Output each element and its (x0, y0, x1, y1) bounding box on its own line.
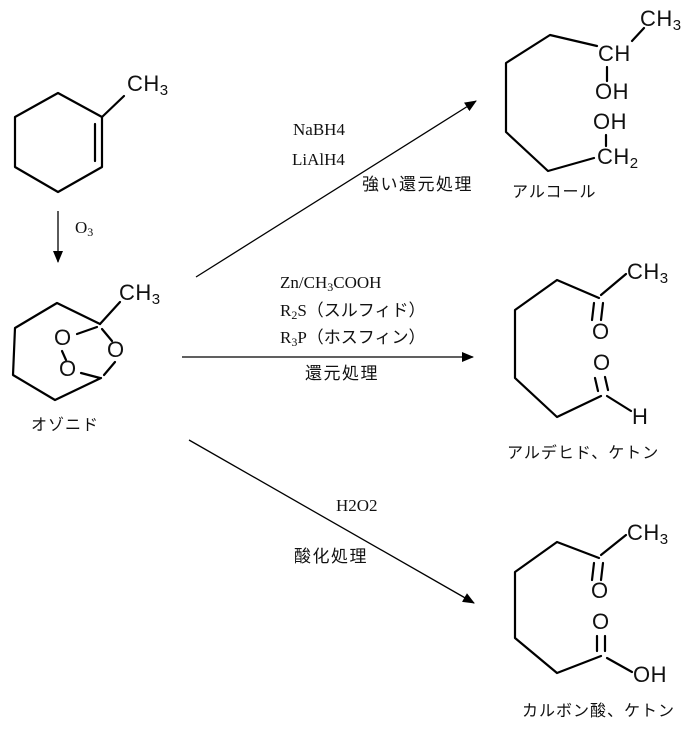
ozonide-oxygen-bottom-label: O (59, 356, 77, 381)
ozonide-oxygen-top-label: O (54, 325, 72, 350)
alcohol-caption: アルコール (512, 184, 597, 201)
oxidation-arrow (188, 439, 475, 604)
keto-aldehyde-ketone-o-label: O (592, 319, 610, 344)
oxidation-reagent-1: H2O2 (336, 496, 378, 515)
methylcyclohexene-structure (13, 91, 126, 194)
keto-acid-methyl-label: CH3 (627, 520, 669, 548)
alcohol-oh-lower-label: OH (593, 109, 627, 134)
alcohol-oh-upper-label: OH (595, 79, 629, 104)
strong-reduction-reagent-1: NaBH4 (293, 120, 345, 139)
methyl-bond (100, 94, 126, 119)
methyl-bond (599, 272, 628, 297)
alcohol-ch2-label: CH2 (597, 144, 639, 172)
strong-reduction-arrow (195, 100, 477, 278)
chain (513, 278, 603, 419)
keto-acid-structure (513, 533, 634, 675)
o-o-peroxide-bond (60, 349, 68, 362)
keto-acid-oh-label: OH (633, 662, 667, 687)
ketone-double-bond-2 (599, 561, 605, 582)
chain (513, 540, 603, 675)
o-right-c2-bond (102, 360, 117, 377)
mild-reduction-reagent-2: R2S（スルフィド） (280, 301, 426, 322)
ozonide-oxygen-right-label: O (107, 337, 125, 362)
mild-reduction-condition: 還元処理 (305, 364, 379, 383)
c1-o-top-bond (75, 325, 99, 336)
cyclohexene-ring (13, 91, 104, 194)
keto-aldehyde-h-label: H (632, 404, 649, 429)
keto-aldehyde-aldehyde-o-label: O (593, 350, 611, 375)
ozone-reagent-label: O3 (75, 218, 94, 239)
oxidation-condition: 酸化処理 (294, 547, 368, 566)
acid-oh-bond (605, 656, 634, 674)
aldehyde-ch-bond (605, 394, 633, 413)
methyl-bond (599, 533, 628, 557)
alcohol-structure (504, 26, 646, 173)
keto-aldehyde-caption: アルデヒド、ケトン (507, 445, 660, 462)
alcohol-ch-label: CH (598, 41, 631, 66)
carbocycle (11, 301, 103, 402)
ketone-double-bond-2 (599, 301, 605, 322)
ozonide-methyl-label: CH3 (119, 280, 161, 308)
ozonide-caption: オゾニド (31, 417, 100, 434)
o-bottom-c2-bond (79, 371, 102, 380)
ketone-double-bond-1 (590, 561, 596, 582)
reactant-methyl-label: CH3 (127, 71, 169, 99)
keto-acid-caption: カルボン酸、ケトン (522, 703, 676, 720)
ozonide-structure (11, 300, 122, 402)
pathway-arrows (182, 100, 477, 604)
keto-aldehyde-methyl-label: CH3 (627, 259, 669, 287)
methyl-bond (630, 26, 646, 43)
mild-reduction-reagent-3: R3P（ホスフィン） (280, 328, 426, 349)
mild-reduction-reagent-1: Zn/CH3COOH (280, 273, 382, 294)
methyl-bond (98, 300, 122, 326)
strong-reduction-reagent-2: LiAlH4 (292, 150, 345, 169)
keto-aldehyde-structure (513, 272, 633, 419)
ketone-double-bond-1 (590, 301, 596, 322)
strong-reduction-condition: 強い還元処理 (362, 175, 473, 194)
aldehyde-double-bond-2 (603, 375, 610, 392)
keto-acid-ketone-o-label: O (591, 578, 609, 603)
chain (504, 33, 599, 173)
aldehyde-double-bond-1 (593, 376, 600, 393)
c1-o-right-bond (100, 327, 114, 343)
keto-acid-acid-o-label: O (592, 609, 610, 634)
alcohol-methyl-label: CH3 (640, 6, 682, 34)
